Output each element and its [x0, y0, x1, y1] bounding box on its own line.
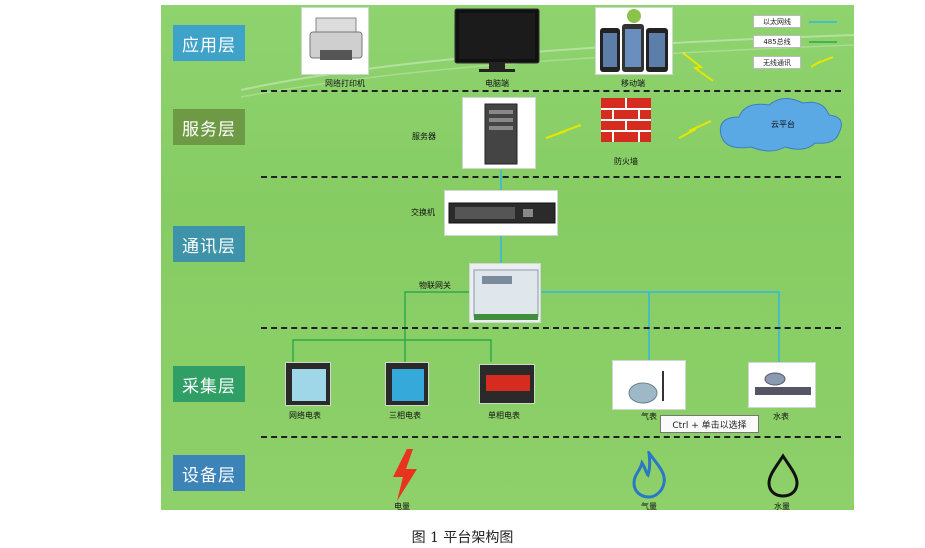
tooltip: Ctrl + 单击以选择: [660, 415, 759, 433]
mobile-label: 移动端: [621, 79, 645, 88]
network-meter-image: [285, 362, 331, 406]
printer-label: 网络打印机: [325, 79, 365, 88]
pc-image: [451, 7, 543, 75]
separator-3: [261, 327, 841, 329]
firewall-icon: [601, 98, 651, 142]
separator-2: [261, 176, 841, 178]
layer-label-comm: 通讯层: [173, 226, 245, 262]
firewall-label: 防火墙: [614, 157, 638, 166]
cloud-label: 云平台: [771, 120, 795, 129]
three-phase-meter-image: [385, 362, 429, 406]
switch-image: [444, 190, 558, 236]
legend-485-bus: 485总线: [753, 35, 801, 48]
lightning-icon: [393, 449, 417, 501]
printer-image: [301, 7, 369, 75]
layer-label-app: 应用层: [173, 25, 245, 61]
network-meter-icon: [292, 369, 326, 401]
network-meter-label: 网络电表: [289, 411, 321, 420]
flame-icon: [632, 451, 666, 499]
monitor-icon: [454, 8, 540, 72]
server-label: 服务器: [412, 132, 436, 141]
pc-label: 电脑端: [485, 79, 509, 88]
figure-caption: 图 1 平台架构图: [411, 530, 514, 546]
single-phase-meter-image: [479, 364, 535, 404]
firewall-image: [601, 98, 651, 142]
gateway-icon: [473, 269, 539, 320]
water-meter-label: 水表: [773, 412, 789, 421]
layer-label-collect: 采集层: [173, 366, 245, 402]
three-phase-meter-icon: [392, 369, 424, 401]
layer-label-equip: 设备层: [173, 455, 245, 491]
electric-label: 电量: [394, 502, 410, 510]
separator-4: [261, 436, 841, 438]
water-meter-icon: [755, 372, 811, 395]
smartphone-icon: [600, 9, 668, 72]
architecture-diagram: 应用层 服务层 通讯层 采集层 设备层 以太网线 485总线 无线通讯 网络打印…: [161, 5, 854, 510]
server-icon: [484, 103, 518, 165]
printer-icon: [309, 17, 363, 60]
gas-meter-icon: [628, 371, 664, 404]
switch-icon: [448, 202, 556, 224]
gas-meter-image: [612, 360, 686, 410]
gateway-label: 物联网关: [419, 281, 451, 290]
gateway-image: [469, 263, 541, 323]
water-drop-icon: [767, 453, 799, 498]
three-phase-meter-label: 三相电表: [389, 411, 421, 420]
gas-meter-label: 气表: [641, 412, 657, 421]
connection-lines: [240, 21, 854, 362]
legend-ethernet: 以太网线: [753, 15, 801, 28]
gas-label: 气量: [641, 502, 657, 510]
water-meter-image: [748, 362, 816, 408]
switch-label: 交换机: [411, 208, 435, 217]
single-phase-meter-icon: [486, 375, 530, 391]
legend-wireless: 无线通讯: [753, 56, 801, 69]
server-image: [462, 97, 536, 169]
separator-1: [261, 90, 841, 92]
mobile-image: [595, 7, 673, 75]
single-phase-meter-label: 单相电表: [488, 411, 520, 420]
layer-label-service: 服务层: [173, 109, 245, 145]
water-label: 水量: [774, 502, 790, 510]
